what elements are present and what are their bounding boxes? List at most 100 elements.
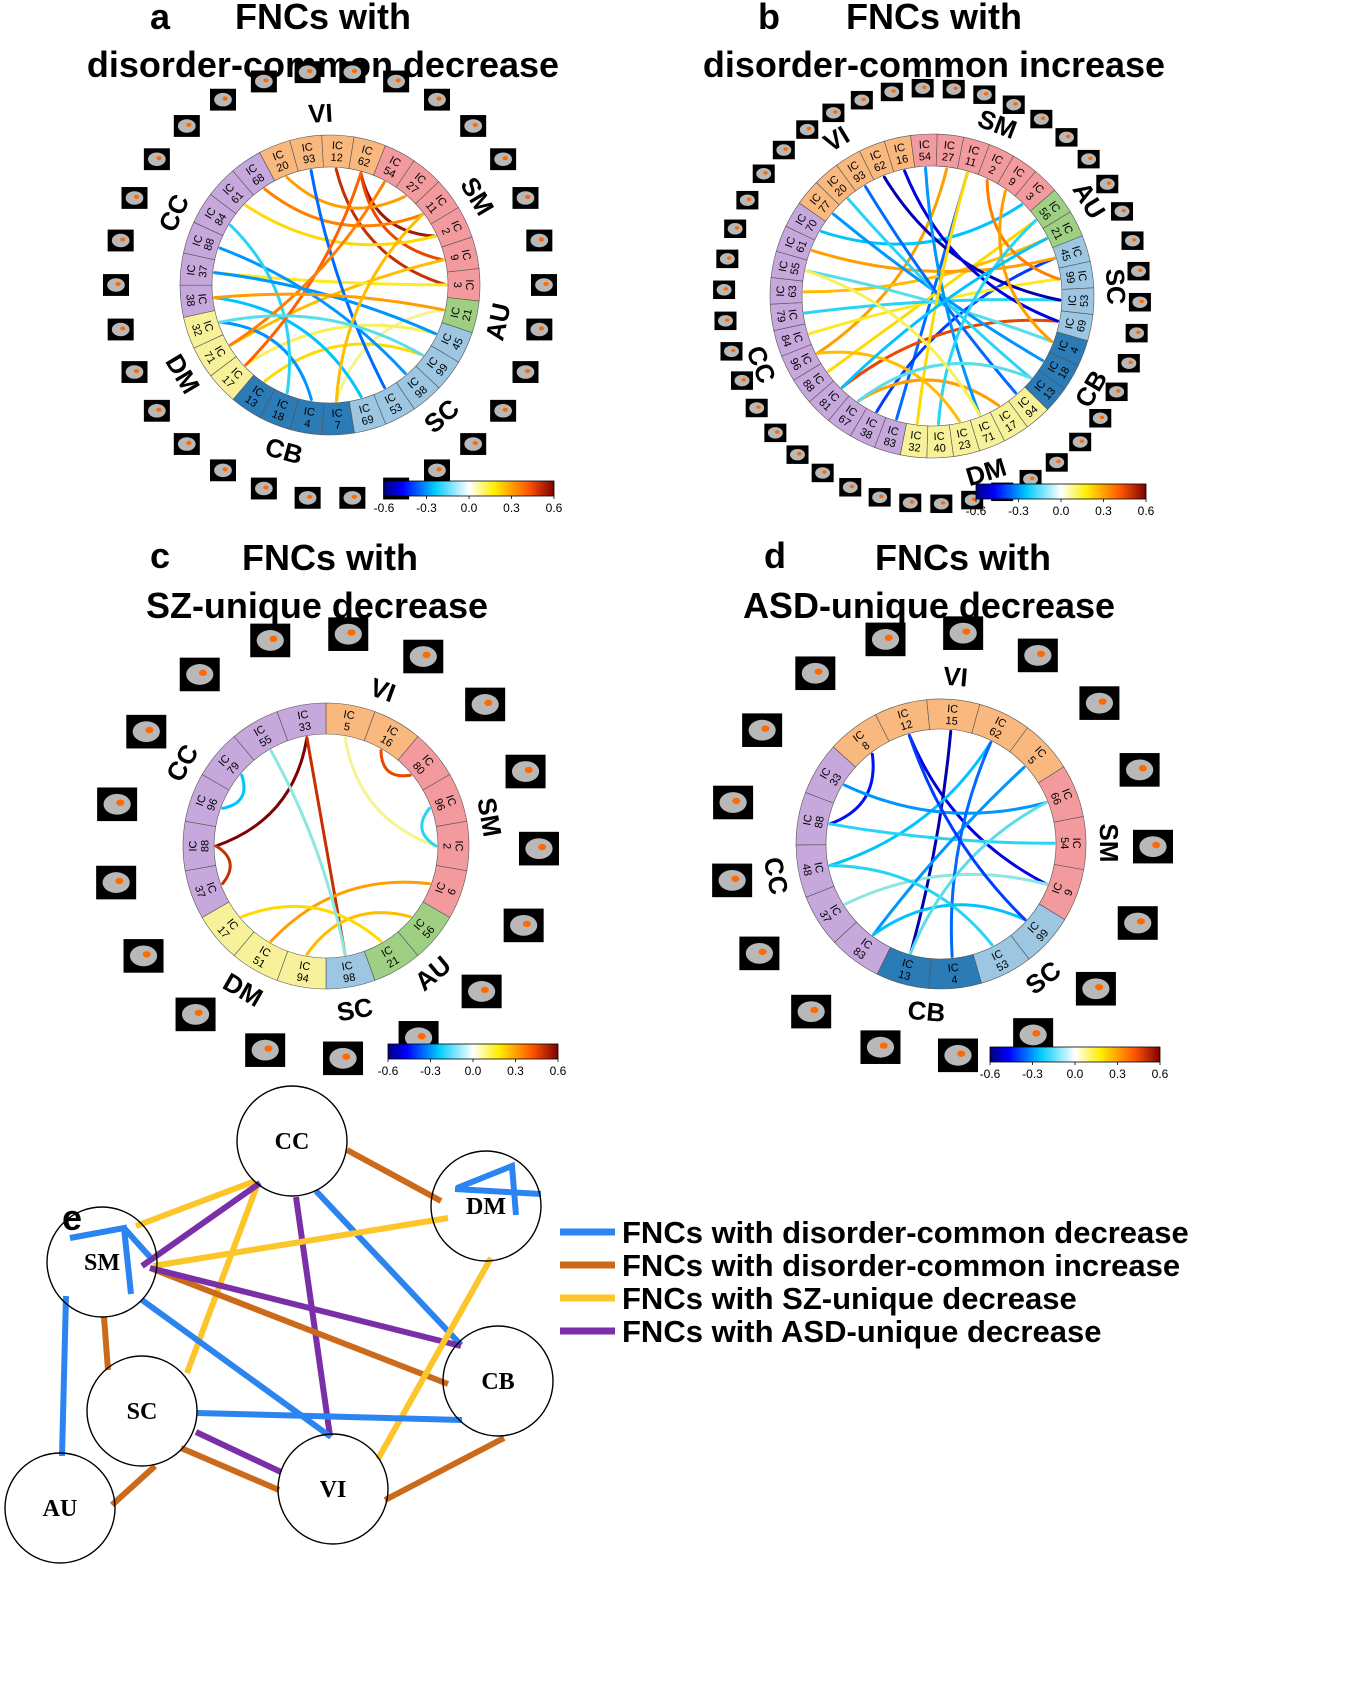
graph-edge-self-loop [454,1161,542,1216]
fnc-connection [871,765,1026,937]
brain-thumbnail [720,342,743,361]
network-label: VI [942,661,969,693]
ic-label: IC [1063,317,1077,330]
ic-label: IC [301,141,314,155]
ic-label: IC [827,903,843,919]
brain-thumbnail [210,459,236,482]
colorbar-tick-label: 0.6 [550,1064,567,1078]
brain-thumbnail [245,1033,286,1067]
network-label: CB [907,995,947,1028]
fnc-connection [998,189,1054,343]
ic-number: 3 [451,282,463,288]
ic-number: 53 [1079,295,1091,308]
graph-edge [179,1445,281,1493]
ic-label: IC [200,319,215,333]
ic-number: 38 [183,294,196,307]
ic-label: IC [387,154,402,170]
ic-label: IC [332,140,344,153]
ic-number: 53 [388,401,404,417]
fnc-connection [359,171,445,262]
fnc-connection [269,880,431,943]
ic-number: 2 [438,226,451,237]
ic-number: 96 [431,797,446,813]
brain-thumbnail [868,488,891,507]
graph-edge [109,1463,158,1508]
brain-thumbnail [339,486,366,509]
legend-label: FNCs with ASD-unique decrease [622,1314,1101,1349]
fnc-connection [804,269,1054,343]
brain-thumbnail [822,103,845,123]
graph-edge [375,1256,494,1461]
ic-label: IC [956,427,969,441]
brain-thumbnail [1096,174,1119,194]
brain-thumbnail [107,318,134,341]
ic-number: 13 [1041,385,1058,402]
ic-label: IC [811,861,825,874]
ic-number: 67 [836,413,853,430]
colorbar-tick-label: -0.3 [1022,1067,1043,1081]
fnc-connection [857,378,1001,407]
graph-node-sm: SM [46,1206,158,1318]
ic-label: IC [188,840,200,851]
network-label: AU [479,300,516,343]
ic-number: 88 [200,840,212,852]
fnc-connection [907,734,1027,922]
ic-label: IC [449,306,463,319]
ic-number: 54 [919,151,932,164]
graph-edges [59,1147,542,1508]
fnc-connection [343,736,438,848]
network-label: VI [307,98,333,129]
brain-thumbnail [745,398,768,418]
ic-label: IC [1059,787,1074,802]
ic-label: IC [453,841,465,852]
ic-number: 4 [951,974,958,987]
ic-number: 66 [1048,791,1064,807]
ic-number: 55 [257,733,274,750]
ic-segment: IC8 [832,714,890,768]
brain-thumbnail [850,90,873,110]
brain-thumbnail [942,79,965,99]
colorbar-tick-label: 0.0 [1067,1067,1084,1081]
fnc-connection [334,308,445,403]
ic-label: IC [434,881,449,895]
ic-number: 20 [275,159,291,175]
graph-edge [59,1295,69,1457]
ic-number: 33 [828,772,845,789]
ic-number: 61 [794,239,810,255]
fnc-connection [379,749,412,778]
ic-number: 98 [342,971,356,985]
ic-number: 71 [981,430,997,446]
graph-edge [196,1410,463,1423]
fnc-connection [334,213,424,403]
network-label: DM [218,967,268,1013]
ic-label: IC [195,293,208,305]
ic-label: IC [1070,838,1082,849]
fnc-connection [213,292,445,312]
legend-label: FNCs with disorder-common increase [622,1248,1180,1283]
panel-d-title-line2: ASD-unique decrease [743,585,1115,626]
brain-thumbnail [791,994,832,1029]
brain-thumbnail [424,88,450,111]
graph-edge [194,1429,283,1475]
ic-number: 4 [303,418,311,431]
ic-number: 12 [330,152,343,165]
ic-label: IC [194,793,209,807]
graph-node-label: VI [320,1477,347,1503]
